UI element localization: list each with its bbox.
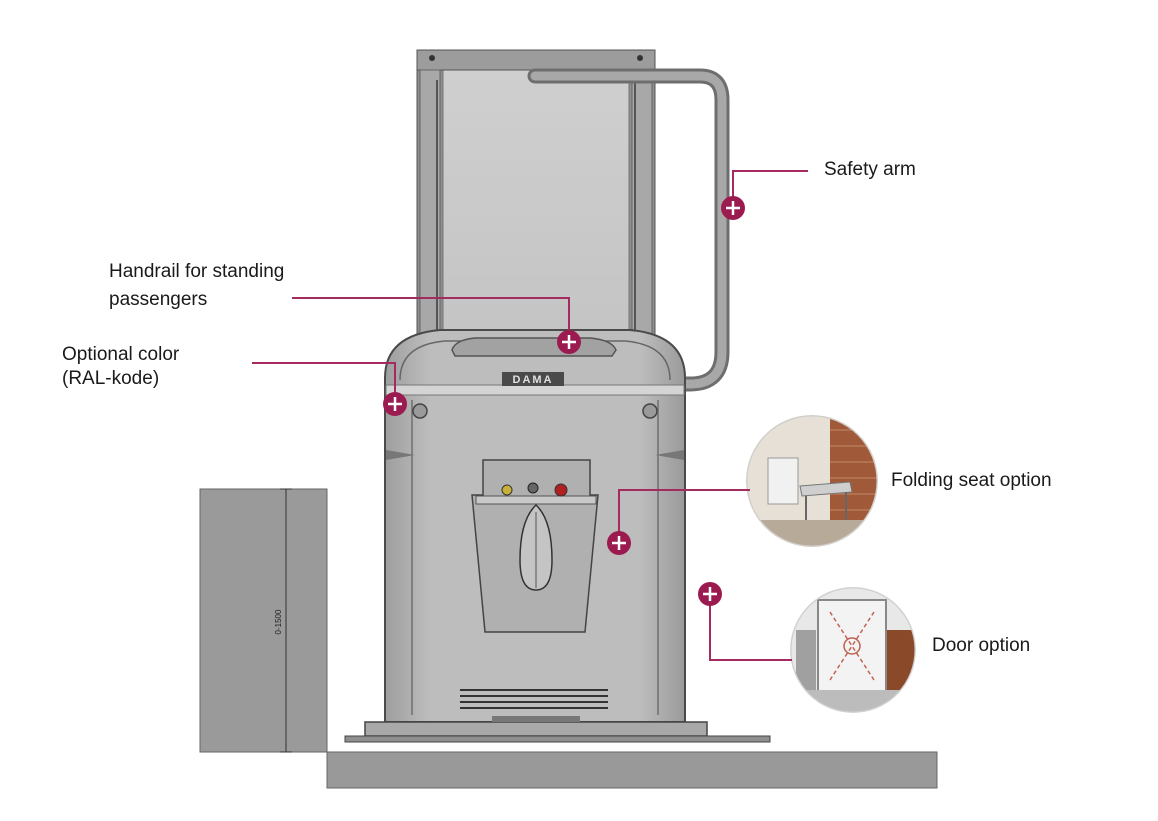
top-band bbox=[385, 384, 685, 396]
floor-slab bbox=[326, 751, 938, 789]
plus-circle-icon[interactable] bbox=[557, 330, 581, 354]
leader-lines bbox=[252, 170, 808, 661]
plus-circle-icon[interactable] bbox=[721, 196, 745, 220]
door-photo[interactable] bbox=[790, 587, 916, 713]
door-option-label: Door option bbox=[932, 635, 1031, 656]
brand-plate: DAMA bbox=[513, 374, 554, 386]
optional-color-label-line1: Optional color bbox=[62, 344, 180, 365]
lift-base bbox=[364, 721, 708, 737]
safety-arm-label: Safety arm bbox=[824, 159, 916, 180]
plus-circle-icon[interactable] bbox=[607, 531, 631, 555]
dimension-label: 0-1500 bbox=[274, 609, 283, 634]
top-handrail bbox=[451, 337, 617, 357]
wall-block bbox=[199, 488, 328, 753]
plus-circle-icon[interactable] bbox=[698, 582, 722, 606]
handrail-label-line1: Handrail for standing bbox=[109, 261, 285, 282]
plus-circle-icon[interactable] bbox=[383, 392, 407, 416]
handrail-label-line2: passengers bbox=[109, 289, 208, 310]
glass-panel bbox=[442, 69, 630, 341]
folding-seat-label: Folding seat option bbox=[891, 470, 1052, 491]
folding-seat-photo[interactable] bbox=[746, 415, 878, 547]
optional-color-label-line2: (RAL-kode) bbox=[62, 368, 160, 389]
